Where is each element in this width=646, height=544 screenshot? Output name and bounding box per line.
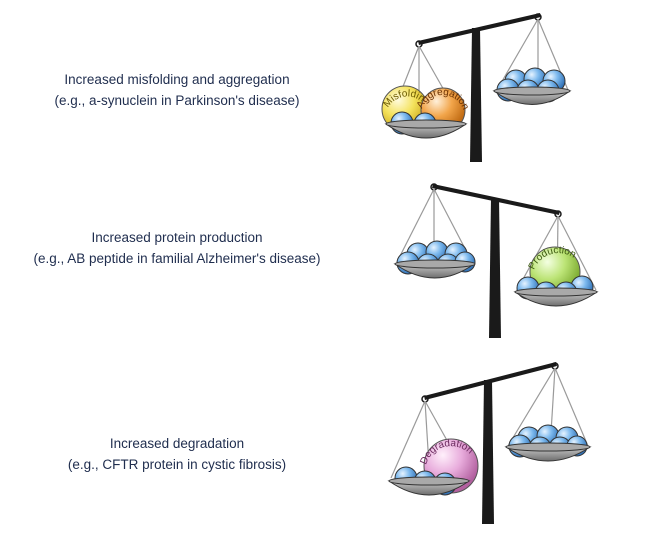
scale-degradation: Degradation xyxy=(387,362,592,524)
caption-production: Increased protein production (e.g., AB p… xyxy=(0,227,354,269)
caption-title: Increased misfolding and aggregation xyxy=(64,72,290,87)
scale-beam xyxy=(432,184,560,215)
caption-title: Increased degradation xyxy=(109,436,245,451)
caption-degradation: Increased degradation (e.g., CFTR protei… xyxy=(0,433,354,475)
scale-stand xyxy=(470,28,482,162)
right-pan xyxy=(492,67,572,105)
scale-production: Production xyxy=(393,183,599,338)
caption-example: (e.g., a-synuclein in Parkinson's diseas… xyxy=(54,93,300,108)
scale-beam xyxy=(424,362,557,400)
scale-stand xyxy=(482,380,494,524)
left-pan xyxy=(393,240,476,279)
caption-example: (e.g., AB peptide in familial Alzheimer'… xyxy=(33,251,321,266)
left-pan: Degradation xyxy=(387,438,479,496)
left-pan: Misfolding Aggregation xyxy=(0,0,471,139)
caption-title: Increased protein production xyxy=(91,230,263,245)
caption-example: (e.g., CFTR protein in cystic fibrosis) xyxy=(67,457,287,472)
scale-misfolding: Misfolding Aggregation xyxy=(0,0,572,162)
caption-misfolding: Increased misfolding and aggregation (e.… xyxy=(0,69,354,111)
scale-stand xyxy=(489,198,501,338)
right-pan xyxy=(504,424,592,462)
label-misfolding: Misfolding xyxy=(0,0,427,110)
scale-beam xyxy=(418,13,541,45)
right-pan: Production xyxy=(513,245,599,307)
